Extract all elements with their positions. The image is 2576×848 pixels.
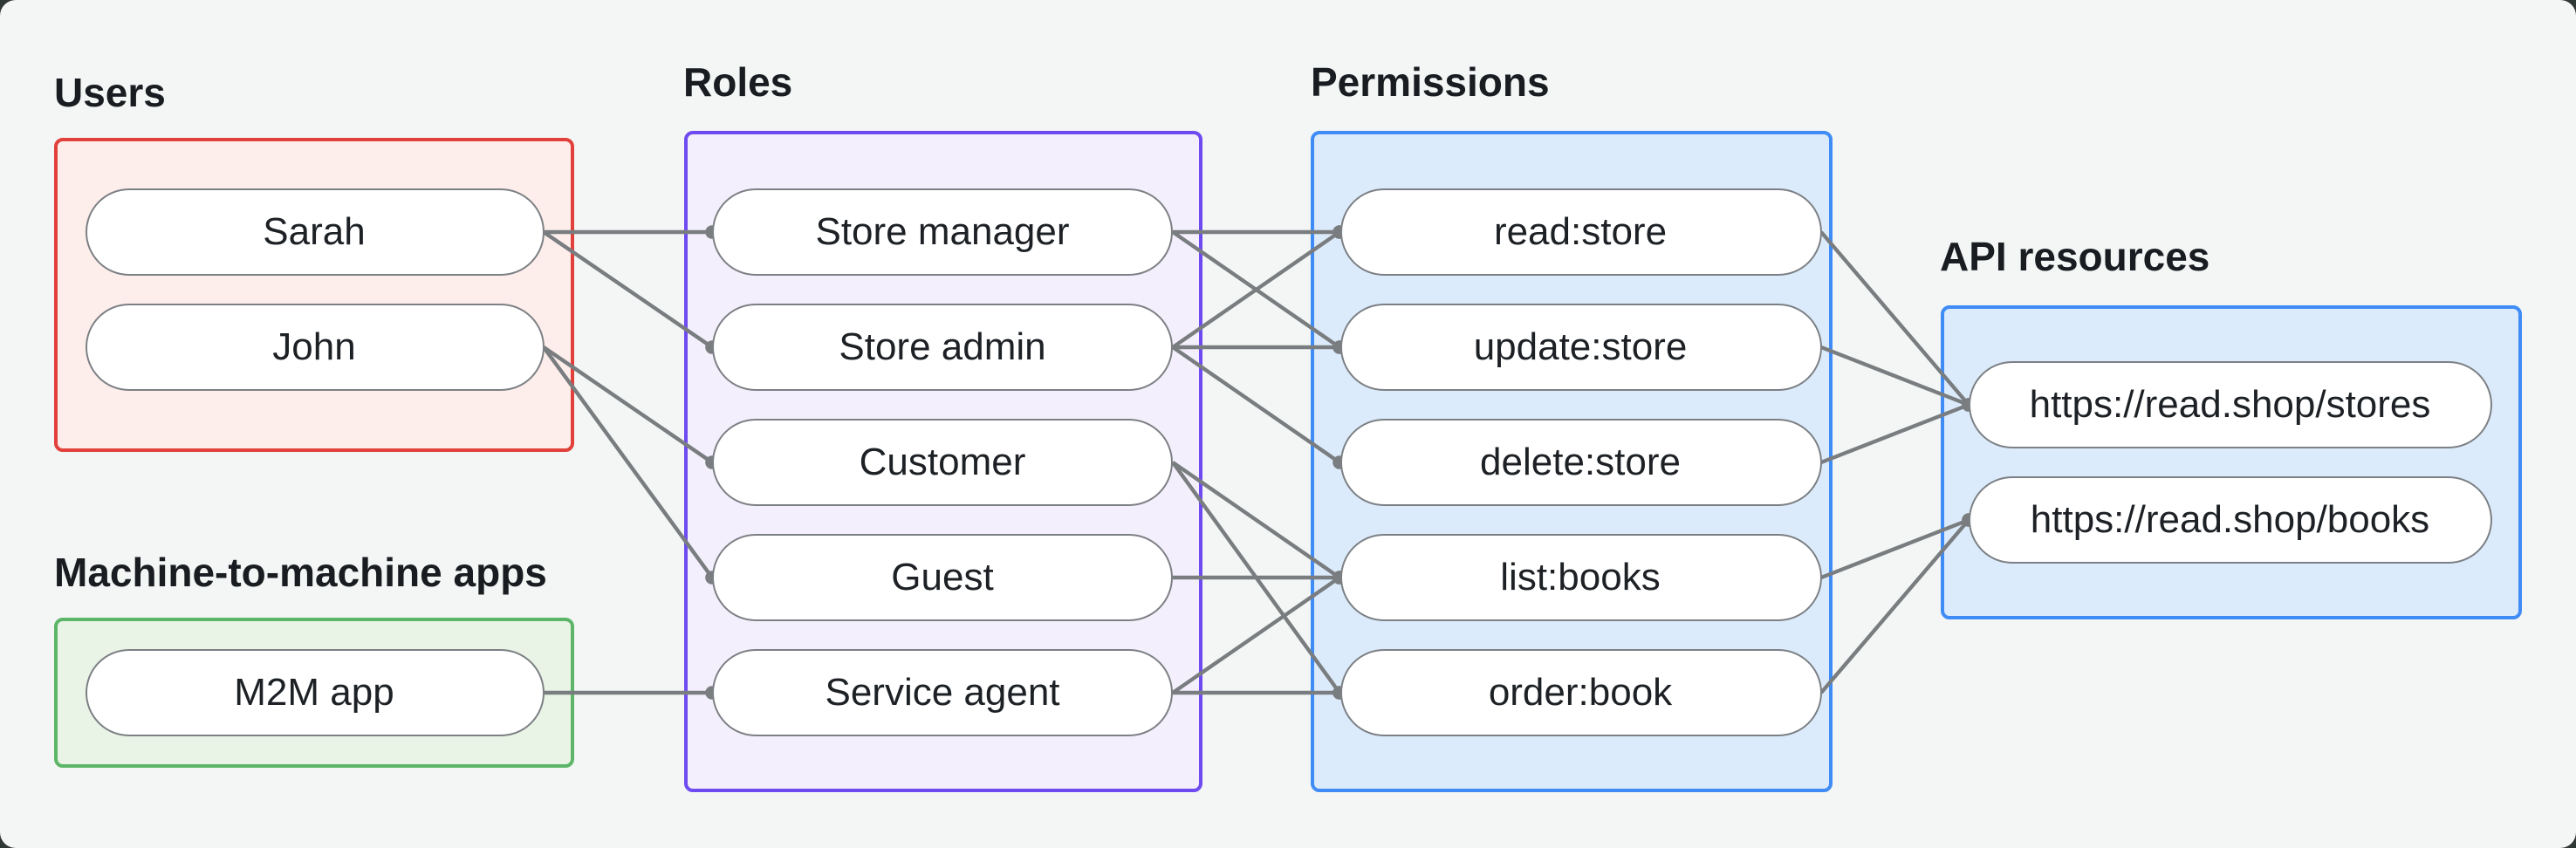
edge-store-admin-to-delete-store [1171,345,1341,464]
edge-read-store-to-stores-api [1819,230,1970,407]
api-node-stores: https://read.shop/stores [1969,361,2491,448]
role-node-store-admin: Store admin [712,304,1173,391]
edge-list-books-to-books-api [1820,517,1970,580]
permission-node-update-store: update:store [1339,304,1821,391]
api-resources-group-label: API resources [1940,234,2210,279]
roles-group-label: Roles [683,59,793,105]
api-node-books: https://read.shop/books [1969,476,2491,564]
role-node-customer: Customer [712,419,1173,506]
edge-john-to-guest [542,345,714,579]
edge-sarah-to-store-admin [542,230,714,349]
edge-store-admin-to-read-store [1171,230,1341,349]
users-group-label: Users [54,70,166,115]
user-node-john: John [85,304,544,391]
permissions-group-label: Permissions [1311,59,1550,105]
edge-customer-to-list-books [1171,461,1341,579]
api-resources-group-box [1940,304,2521,619]
permission-node-delete-store: delete:store [1339,419,1821,506]
m2m-app-node: M2M app [85,649,544,736]
role-node-store-manager: Store manager [712,188,1173,276]
m2m-apps-group-label: Machine-to-machine apps [54,550,547,595]
role-node-guest: Guest [712,534,1173,621]
permission-node-list-books: list:books [1339,534,1821,621]
edge-order-book-to-books-api [1819,518,1970,694]
edge-update-store-to-stores-api [1820,345,1970,407]
permission-node-read-store: read:store [1339,188,1821,276]
role-node-service-agent: Service agent [712,649,1173,736]
user-node-sarah: Sarah [85,188,544,276]
permission-node-order-book: order:book [1339,649,1821,736]
edge-john-to-customer [542,345,714,464]
edge-delete-store-to-stores-api [1820,402,1970,465]
edge-service-agent-to-list-books [1171,576,1341,694]
